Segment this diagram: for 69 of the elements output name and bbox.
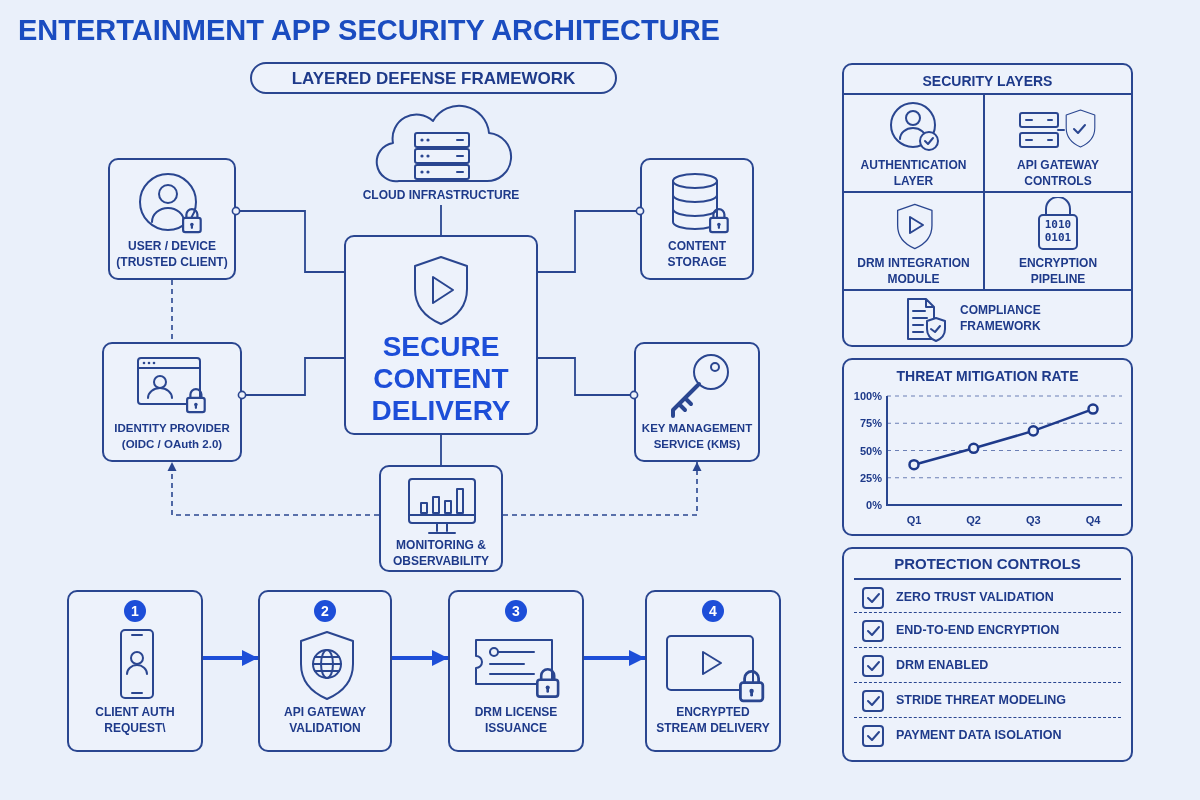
axis-tick-label: 50% (859, 444, 882, 457)
node-label: API GATEWAY VALIDATION (283, 704, 367, 736)
service-box (634, 342, 760, 462)
node-label: SECURE CONTENT DELIVERY (370, 331, 512, 427)
axis-tick-label: 75% (859, 417, 882, 430)
subtitle: LAYERED DEFENSE FRAMEWORK (290, 71, 577, 87)
step-box (448, 590, 584, 752)
security-layers-panel (842, 63, 1133, 347)
control-item: PAYMENT DATA ISOLATION (896, 727, 1063, 744)
node-label: CLOUD INFRASTRUCTURE (361, 187, 521, 203)
axis-tick-label: Q2 (966, 514, 981, 526)
node-label: DRM LICENSE ISSUANCE (473, 704, 559, 736)
connector (537, 357, 639, 400)
step-box (645, 590, 781, 752)
axis-tick-label: Q4 (1085, 514, 1101, 526)
node-label: COMPLIANCE FRAMEWORK (960, 302, 1042, 334)
step-number: 3 (505, 600, 527, 622)
service-box (102, 342, 242, 462)
axis-tick-label: Q1 (906, 514, 922, 526)
axis-tick-label: Q3 (1026, 514, 1041, 526)
step-number: 2 (314, 600, 336, 622)
connector (440, 434, 442, 466)
control-item: DRM ENABLED (896, 657, 990, 674)
protection-controls-panel (842, 547, 1133, 762)
connector (537, 206, 645, 273)
diagram-title: ENTERTAINMENT APP SECURITY ARCHITECTURE (18, 14, 720, 47)
node-label: IDENTITY PROVIDER (OIDC / OAuth 2.0) (113, 421, 231, 452)
axis-tick-label: 100% (853, 390, 882, 402)
binary-digits: 1010 (1043, 219, 1073, 231)
connector (231, 206, 345, 273)
layer-tile (844, 289, 1131, 345)
service-box (379, 465, 503, 572)
node-label: AUTHENTICATION LAYER (859, 157, 968, 189)
node-label: ENCRYPTION PIPELINE (1017, 255, 1099, 287)
step-number: 4 (702, 600, 724, 622)
service-box (640, 158, 754, 280)
axis-tick-label: 25% (859, 471, 882, 484)
node-label: USER / DEVICE (TRUSTED CLIENT) (115, 238, 229, 270)
binary-digits: 0101 (1043, 232, 1073, 244)
node-label: KEY MANAGEMENT SERVICE (KMS) (640, 421, 754, 452)
step-number: 1 (124, 600, 146, 622)
node-label: ENCRYPTED STREAM DELIVERY (655, 704, 771, 736)
node-label: DRM INTEGRATION MODULE (856, 255, 971, 287)
arrow (584, 650, 645, 666)
connector (440, 204, 442, 236)
node-label: CLIENT AUTH REQUEST\ (94, 704, 176, 736)
arrow (203, 650, 258, 666)
dashed-connector (502, 461, 702, 516)
arrow (392, 650, 448, 666)
panel-heading: PROTECTION CONTROLS (893, 555, 1082, 573)
core-service-box (344, 235, 538, 435)
service-box (108, 158, 236, 280)
step-box (258, 590, 392, 752)
axis-tick-label: 0% (866, 499, 882, 511)
step-box (67, 590, 203, 752)
connector (237, 357, 345, 400)
layer-tile (844, 93, 985, 191)
control-item: STRIDE THREAT MODELING (896, 692, 1067, 709)
node-label: API GATEWAY CONTROLS (1016, 157, 1100, 189)
control-item: END-TO-END ENCRYPTION (896, 622, 1061, 639)
subtitle-banner (250, 62, 617, 94)
node-label: MONITORING & OBSERVABILITY (391, 537, 491, 569)
dashed-connector (167, 461, 380, 516)
control-item: ZERO TRUST VALIDATION (896, 589, 1055, 606)
panel-heading: SECURITY LAYERS (921, 72, 1054, 90)
control-row (854, 578, 1121, 613)
chart-title: THREAT MITIGATION RATE (895, 368, 1080, 384)
node-label: CONTENT STORAGE (666, 238, 728, 270)
layer-tile (844, 191, 985, 289)
